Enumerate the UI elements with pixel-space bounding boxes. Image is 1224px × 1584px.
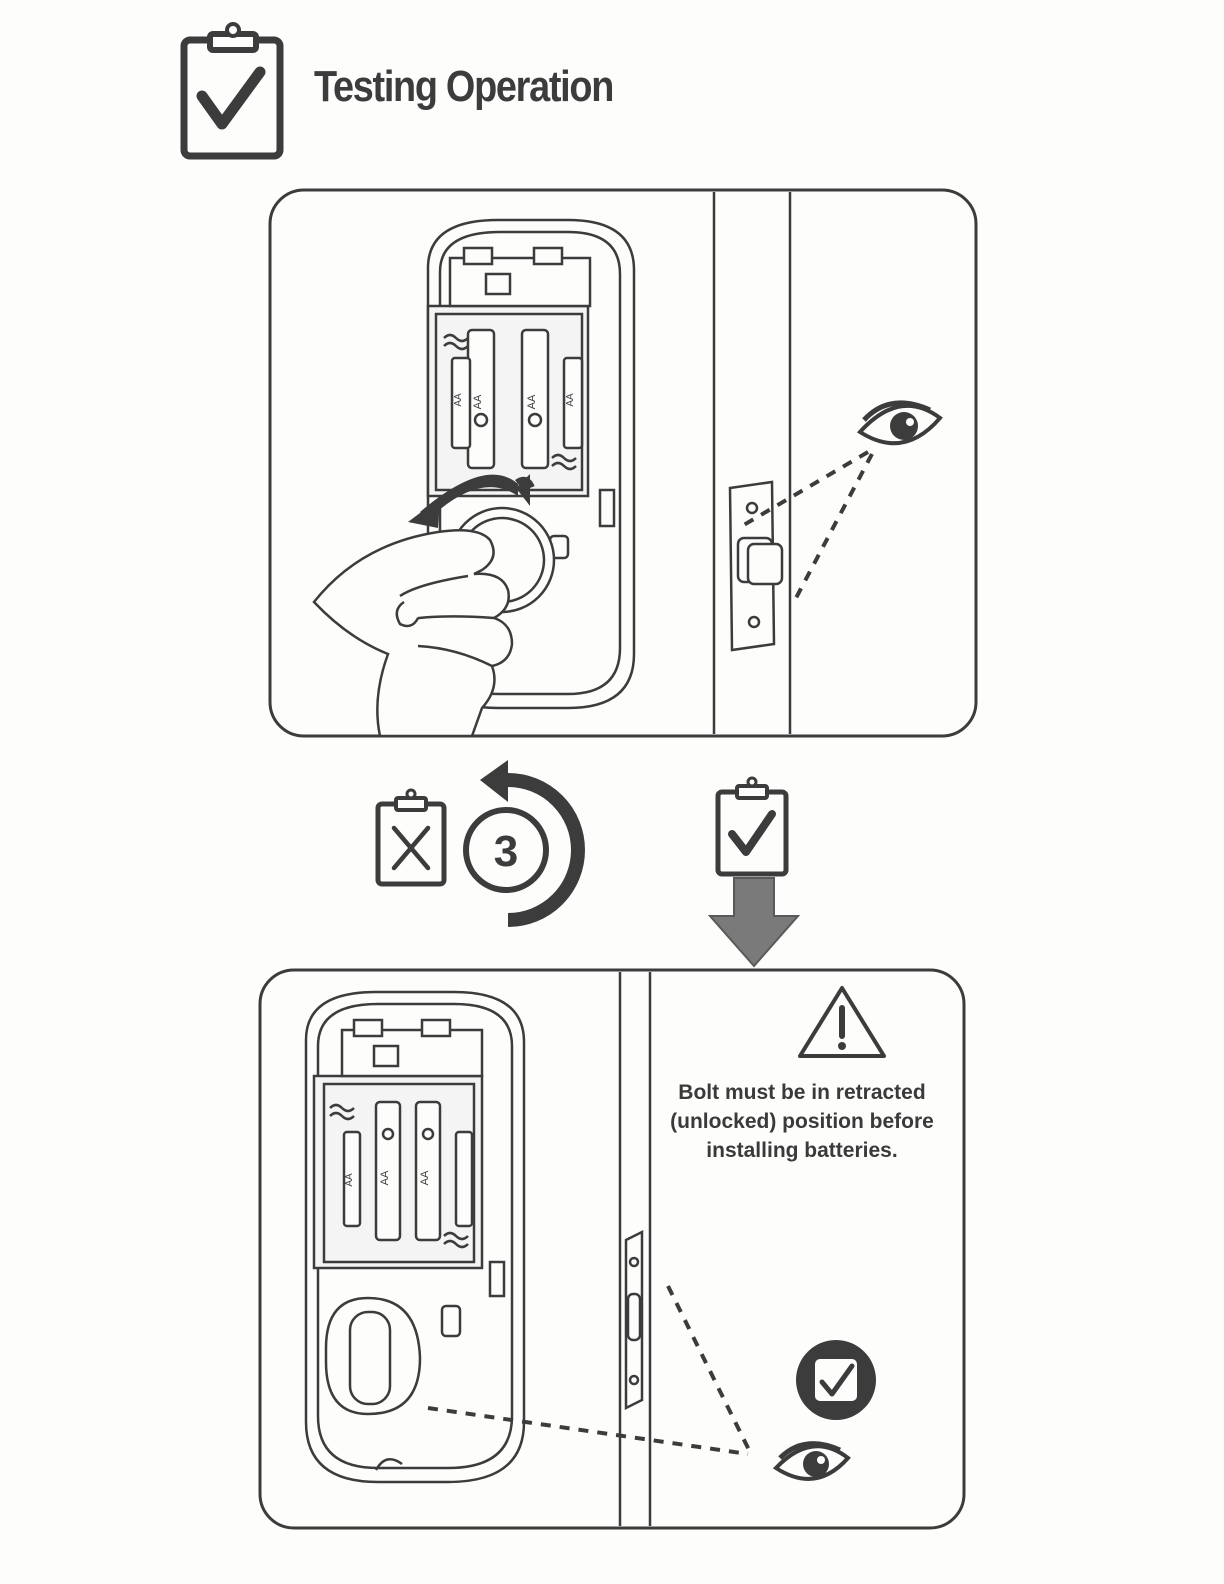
battery-label: AA (419, 1170, 431, 1185)
page-title: Testing Operation (314, 62, 613, 112)
clipboard-x-icon (374, 788, 450, 888)
battery-label: AA (526, 394, 538, 409)
rotate-counterclockwise-icon: 3 (458, 756, 588, 928)
clipboard-check-icon (180, 22, 286, 162)
battery-label: AA (344, 1173, 355, 1187)
down-arrow-icon (706, 876, 802, 970)
battery-label: AA (379, 1170, 391, 1185)
check-circle-icon (796, 1340, 876, 1420)
warning-note: Bolt must be in retracted (unlocked) pos… (650, 1078, 954, 1165)
lock-body (306, 992, 524, 1482)
clipboard-check-icon (714, 776, 792, 878)
retry-count: 3 (494, 827, 518, 876)
panel-bottom-illustration: AA AA AA (258, 968, 970, 1534)
panel-top-illustration: AA AA AA AA (268, 188, 980, 740)
strike-plate (626, 1232, 642, 1408)
battery-label: AA (453, 393, 464, 407)
battery-label: AA (472, 394, 484, 409)
battery-label: AA (565, 393, 576, 407)
